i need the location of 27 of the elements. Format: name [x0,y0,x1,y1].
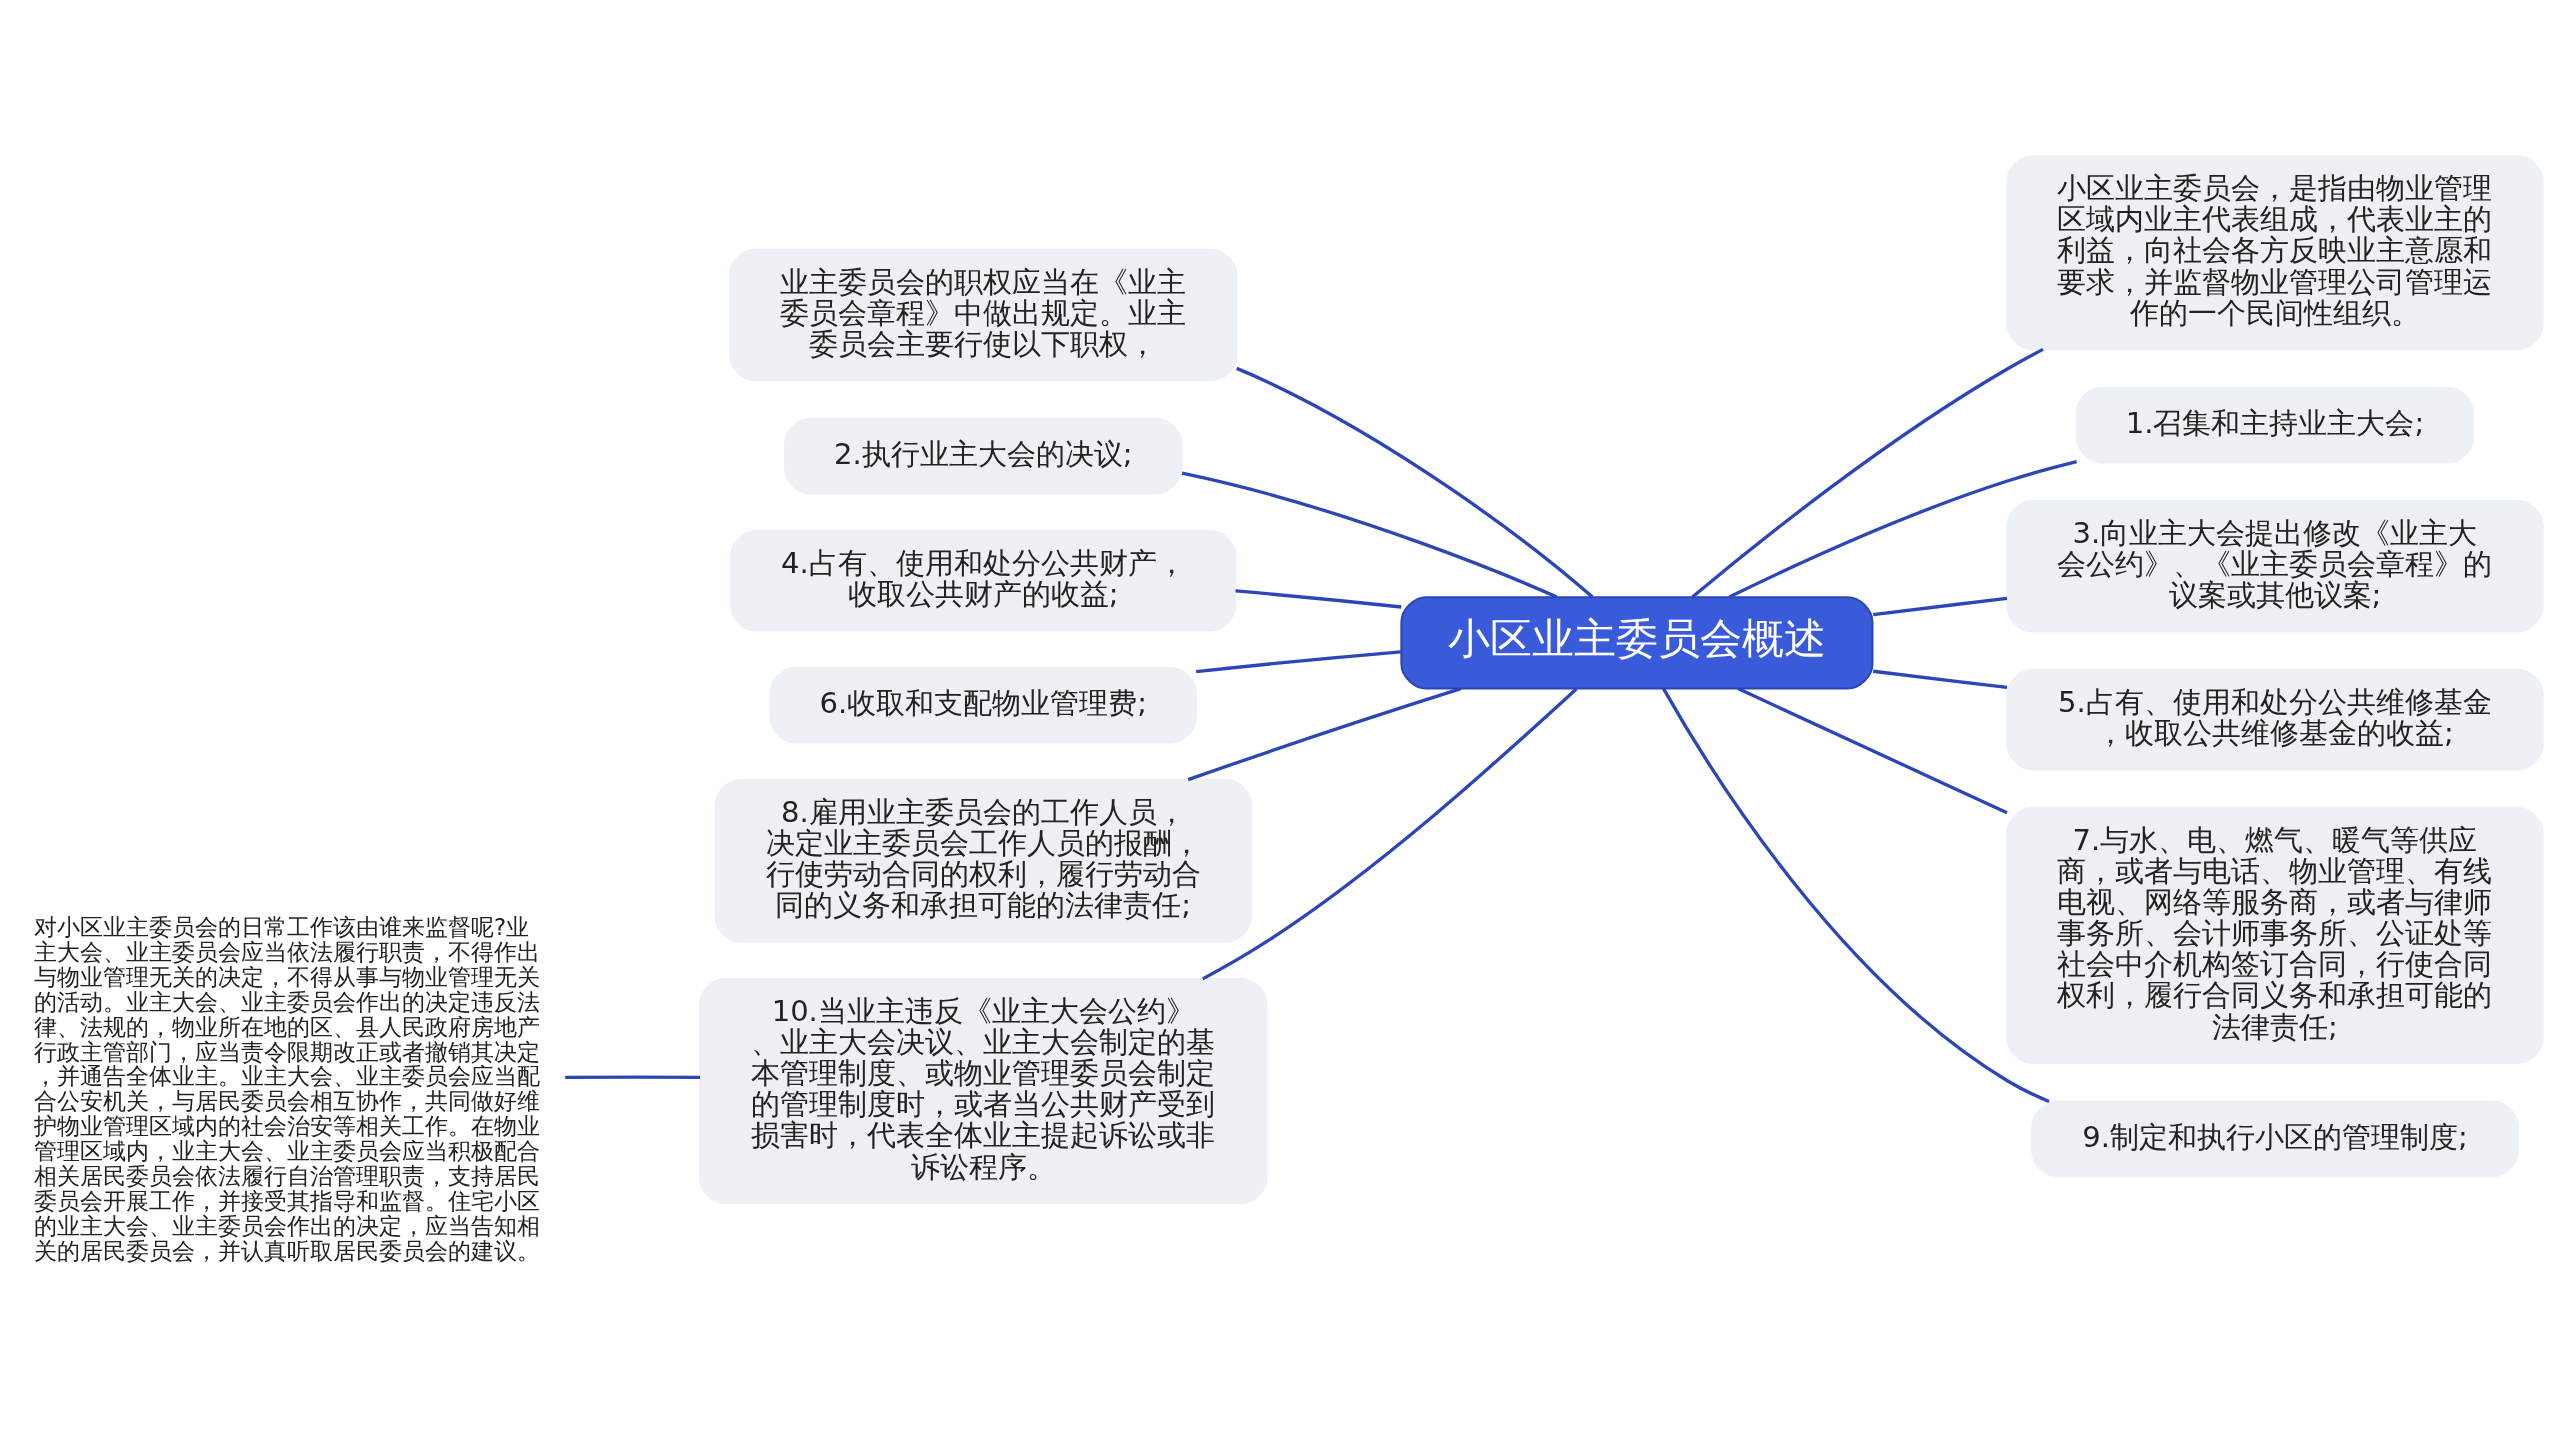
node-text: 对小区业主委员会的日常工作该由谁来监督呢?业主大会、业主委员会应当依法履行职责，不得作出与物业管理无关的决定，不得从事与物业管理无关的活动。业主大会、业主委员会作出的决定违反法律、法规的，物业所在地的区、县人民政府房地产行政主管部门，应当责令限期改正或者撤销其决定，并通告全体业主。业主大会、业主委员会应当配合公安机关，与居民委员会相互协作，共同做好维护物业管理区域内的社会治安等相关工作。在物业管理区域内，业主大会、业主委员会应当积极配合相关居民委员会依法履行自治管理职责，支持居民委员会开展工作，并接受其指导和监督。住宅小区的业主大会、业主委员会作出的决定，应当告知相关的居民委员会，并认真听取居民委员会的建议。 [33,913,540,1264]
connector [1196,649,1401,673]
connector [1236,366,1594,598]
node-box: 9.制定和执行小区的管理制度; [2031,1099,2519,1177]
node-box: 小区业主委员会，是指由物业管理区域内业主代表组成，代表业主的利益，向社会各方反映业主意愿和要求，并监督物业管理公司管理运作的一个民间性组织。 [2006,154,2544,350]
node-box: 4.占有、使用和处分公共财产，收取公共财产的收益; [730,529,1237,631]
connector [1202,687,1578,980]
connector [1691,347,2044,598]
connector [565,1074,701,1079]
connector [1728,459,2077,598]
connector [1737,686,2008,814]
connector [1235,588,1402,609]
node-box: 8.雇用业主委员会的工作人员，决定业主委员会工作人员的报酬，行使劳动合同的权利，履行劳动合同的义务和承担可能的法律责任; [714,778,1252,943]
node-box: 2.执行业主大会的决议; [784,417,1183,495]
connector [1873,669,2008,689]
connector [1662,687,2050,1103]
node-box: 6.收取和支配物业管理费; [769,666,1197,744]
node-box: 业主委员会的职权应当在《业主委员会章程》中做出规定。业主委员会主要行使以下职权， [729,248,1238,381]
connector [1181,470,1558,599]
node-box: 小区业主委员会概述 [1400,595,1874,690]
node-box: 5.占有、使用和处分公共维修基金，收取公共维修基金的收益; [2006,668,2544,770]
connector [1187,686,1462,781]
node-box: 3.向业主大会提出修改《业主大会公约》、《业主委员会章程》的议案或其他议案; [2006,499,2544,632]
node-box: 10.当业主违反《业主大会公约》、业主大会决议、业主大会制定的基本管理制度、或物业管理委员会制定的管理制度时，或者当公共财产受到损害时，代表全体业主提起诉讼或非诉讼程序。 [699,977,1268,1204]
node-box: 7.与水、电、燃气、暖气等供应商，或者与电话、物业管理、有线电视、网络等服务商，或者与律师事务所、会计师事务所、公证处等社会中介机构签订合同，行使合同权利，履行合同义务和承担可能的法律责任; [2006,806,2544,1064]
node-box: 1.召集和主持业主大会; [2075,386,2475,463]
connector [1873,596,2008,616]
